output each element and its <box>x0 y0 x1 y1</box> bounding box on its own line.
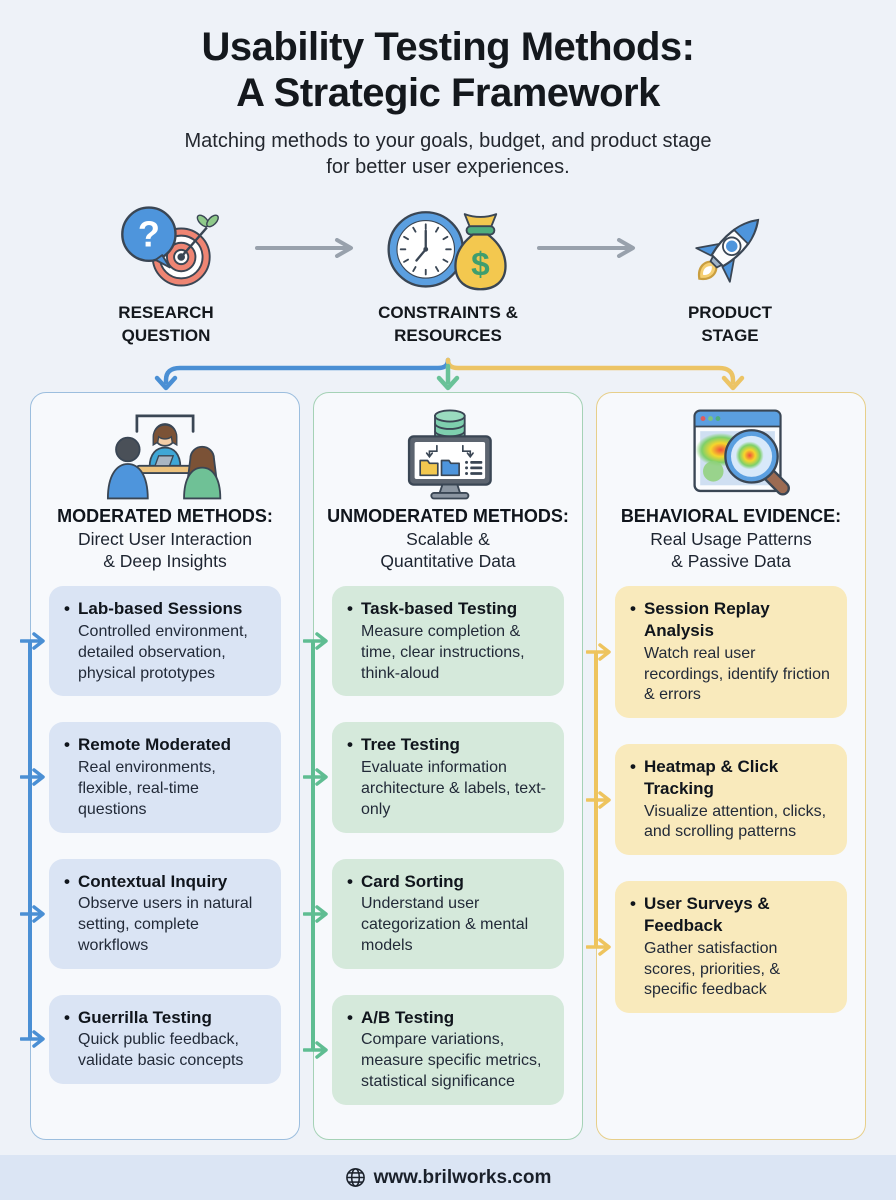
analytics-computer-icon <box>383 405 513 503</box>
arrow-right-icon <box>20 768 45 787</box>
method-title: Heatmap & Click Tracking <box>629 756 833 800</box>
right-arrow-icon <box>255 238 353 258</box>
method-desc: Visualize attention, clicks, and scrolli… <box>644 802 827 841</box>
globe-icon <box>345 1168 365 1187</box>
method-desc: Understand user categorization & mental … <box>361 895 529 954</box>
page-subtitle-line2: for better user experiences. <box>326 156 570 178</box>
column-header: UNMODERATED METHODS: Scalable & Quantita… <box>321 505 575 572</box>
footer: www.brilworks.com <box>0 1155 896 1200</box>
clock-moneybag-icon: $ <box>384 198 512 296</box>
method-column: BEHAVIORAL EVIDENCE: Real Usage Patterns… <box>586 392 866 1140</box>
flow-step-constraints-resources: $ CONSTRAINTS & RESOURCES <box>363 198 533 348</box>
method-title: A/B Testing <box>346 1007 550 1029</box>
method-desc: Real environments, flexible, real-time q… <box>78 759 216 818</box>
method-title: Lab-based Sessions <box>63 598 267 620</box>
method-desc: Quick public feedback, validate basic co… <box>78 1031 244 1070</box>
column-subheading: Real Usage Patterns & Passive Data <box>650 528 812 571</box>
method-card: Heatmap & Click Tracking Visualize atten… <box>586 744 847 856</box>
method-card: User Surveys & Feedback Gather satisfact… <box>586 881 847 1014</box>
method-columns: MODERATED METHODS: Direct User Interacti… <box>20 392 866 1140</box>
question-target-icon: ? <box>109 198 223 296</box>
arrow-right-icon <box>586 938 611 956</box>
arrow-right-icon <box>303 632 328 651</box>
column-header: MODERATED METHODS: Direct User Interacti… <box>51 505 279 572</box>
method-card: Contextual Inquiry Observe users in natu… <box>20 858 281 969</box>
method-title: Card Sorting <box>346 871 550 893</box>
method-card: A/B Testing Compare variations, measure … <box>303 994 564 1105</box>
method-title: Remote Moderated <box>63 734 267 756</box>
method-desc: Compare variations, measure specific met… <box>361 1031 542 1091</box>
column-header: BEHAVIORAL EVIDENCE: Real Usage Patterns… <box>615 505 847 572</box>
arrow-right-icon <box>303 768 328 787</box>
svg-text:?: ? <box>138 213 160 254</box>
arrow-right-icon <box>586 790 611 809</box>
method-card: Guerrilla Testing Quick public feedback,… <box>20 994 281 1085</box>
page-subtitle: Matching methods to your goals, budget, … <box>0 128 896 180</box>
method-card: Card Sorting Understand user categorizat… <box>303 858 564 969</box>
flow-label-product-stage: PRODUCT STAGE <box>687 303 773 345</box>
method-title: Tree Testing <box>346 734 550 756</box>
arrow-right-icon <box>20 1030 45 1049</box>
connector-spine <box>311 641 315 1050</box>
column-subheading: Scalable & Quantitative Data <box>380 528 516 571</box>
rocket-icon <box>682 198 779 296</box>
page-title: Usability Testing Methods: A Strategic F… <box>0 24 896 116</box>
method-desc: Measure completion & time, clear instruc… <box>361 623 525 682</box>
moderated-session-icon <box>97 405 233 503</box>
method-card: Task-based Testing Measure completion & … <box>303 586 564 697</box>
card-list: Task-based Testing Measure completion & … <box>303 572 582 1105</box>
method-title: Session Replay Analysis <box>629 598 833 642</box>
top-flow: ? RESEARCH QUESTION <box>0 198 896 348</box>
method-title: Guerrilla Testing <box>63 1007 267 1029</box>
method-card: Session Replay Analysis Watch real user … <box>586 586 847 719</box>
flow-step-product-stage: PRODUCT STAGE <box>645 198 815 348</box>
method-column: MODERATED METHODS: Direct User Interacti… <box>20 392 300 1140</box>
method-desc: Gather satisfaction scores, priorities, … <box>644 939 781 999</box>
website-url: www.brilworks.com <box>373 1166 552 1188</box>
method-title: Contextual Inquiry <box>63 871 267 893</box>
column-heading: MODERATED METHODS: <box>57 506 273 526</box>
arrow-right-icon <box>20 632 45 651</box>
method-desc: Controlled environment, detailed observa… <box>78 623 248 682</box>
heatmap-magnifier-icon <box>661 405 801 503</box>
arrow-right-icon <box>586 643 611 661</box>
branch-connector <box>154 332 745 391</box>
arrow-right-icon <box>303 1041 328 1059</box>
method-column: UNMODERATED METHODS: Scalable & Quantita… <box>303 392 583 1140</box>
method-card: Remote Moderated Real environments, flex… <box>20 722 281 833</box>
method-desc: Observe users in natural setting, comple… <box>78 895 253 954</box>
header: Usability Testing Methods: A Strategic F… <box>0 0 896 180</box>
method-card: Tree Testing Evaluate information archit… <box>303 722 564 833</box>
method-desc: Evaluate information architecture & labe… <box>361 759 546 818</box>
svg-text:$: $ <box>471 246 490 283</box>
column-subheading: Direct User Interaction & Deep Insights <box>77 528 253 571</box>
flow-step-research-question: ? RESEARCH QUESTION <box>81 198 251 348</box>
method-desc: Watch real user recordings, identify fri… <box>644 644 830 704</box>
method-card: Lab-based Sessions Controlled environmen… <box>20 586 281 697</box>
card-list: Lab-based Sessions Controlled environmen… <box>20 572 299 1085</box>
column-heading: UNMODERATED METHODS: <box>327 506 569 526</box>
method-title: User Surveys & Feedback <box>629 893 833 937</box>
page-title-line1: Usability Testing Methods: <box>201 25 695 69</box>
page-subtitle-line1: Matching methods to your goals, budget, … <box>184 130 712 152</box>
arrow-right-icon <box>20 904 45 923</box>
column-heading: BEHAVIORAL EVIDENCE: <box>620 506 842 526</box>
page-title-line2: A Strategic Framework <box>236 71 660 115</box>
method-title: Task-based Testing <box>346 598 550 620</box>
flow-label-research-question: RESEARCH QUESTION <box>118 303 214 345</box>
connector-spine <box>28 641 32 1040</box>
arrow-right-icon <box>303 904 328 923</box>
right-arrow-icon <box>537 238 635 258</box>
card-list: Session Replay Analysis Watch real user … <box>586 572 865 1014</box>
